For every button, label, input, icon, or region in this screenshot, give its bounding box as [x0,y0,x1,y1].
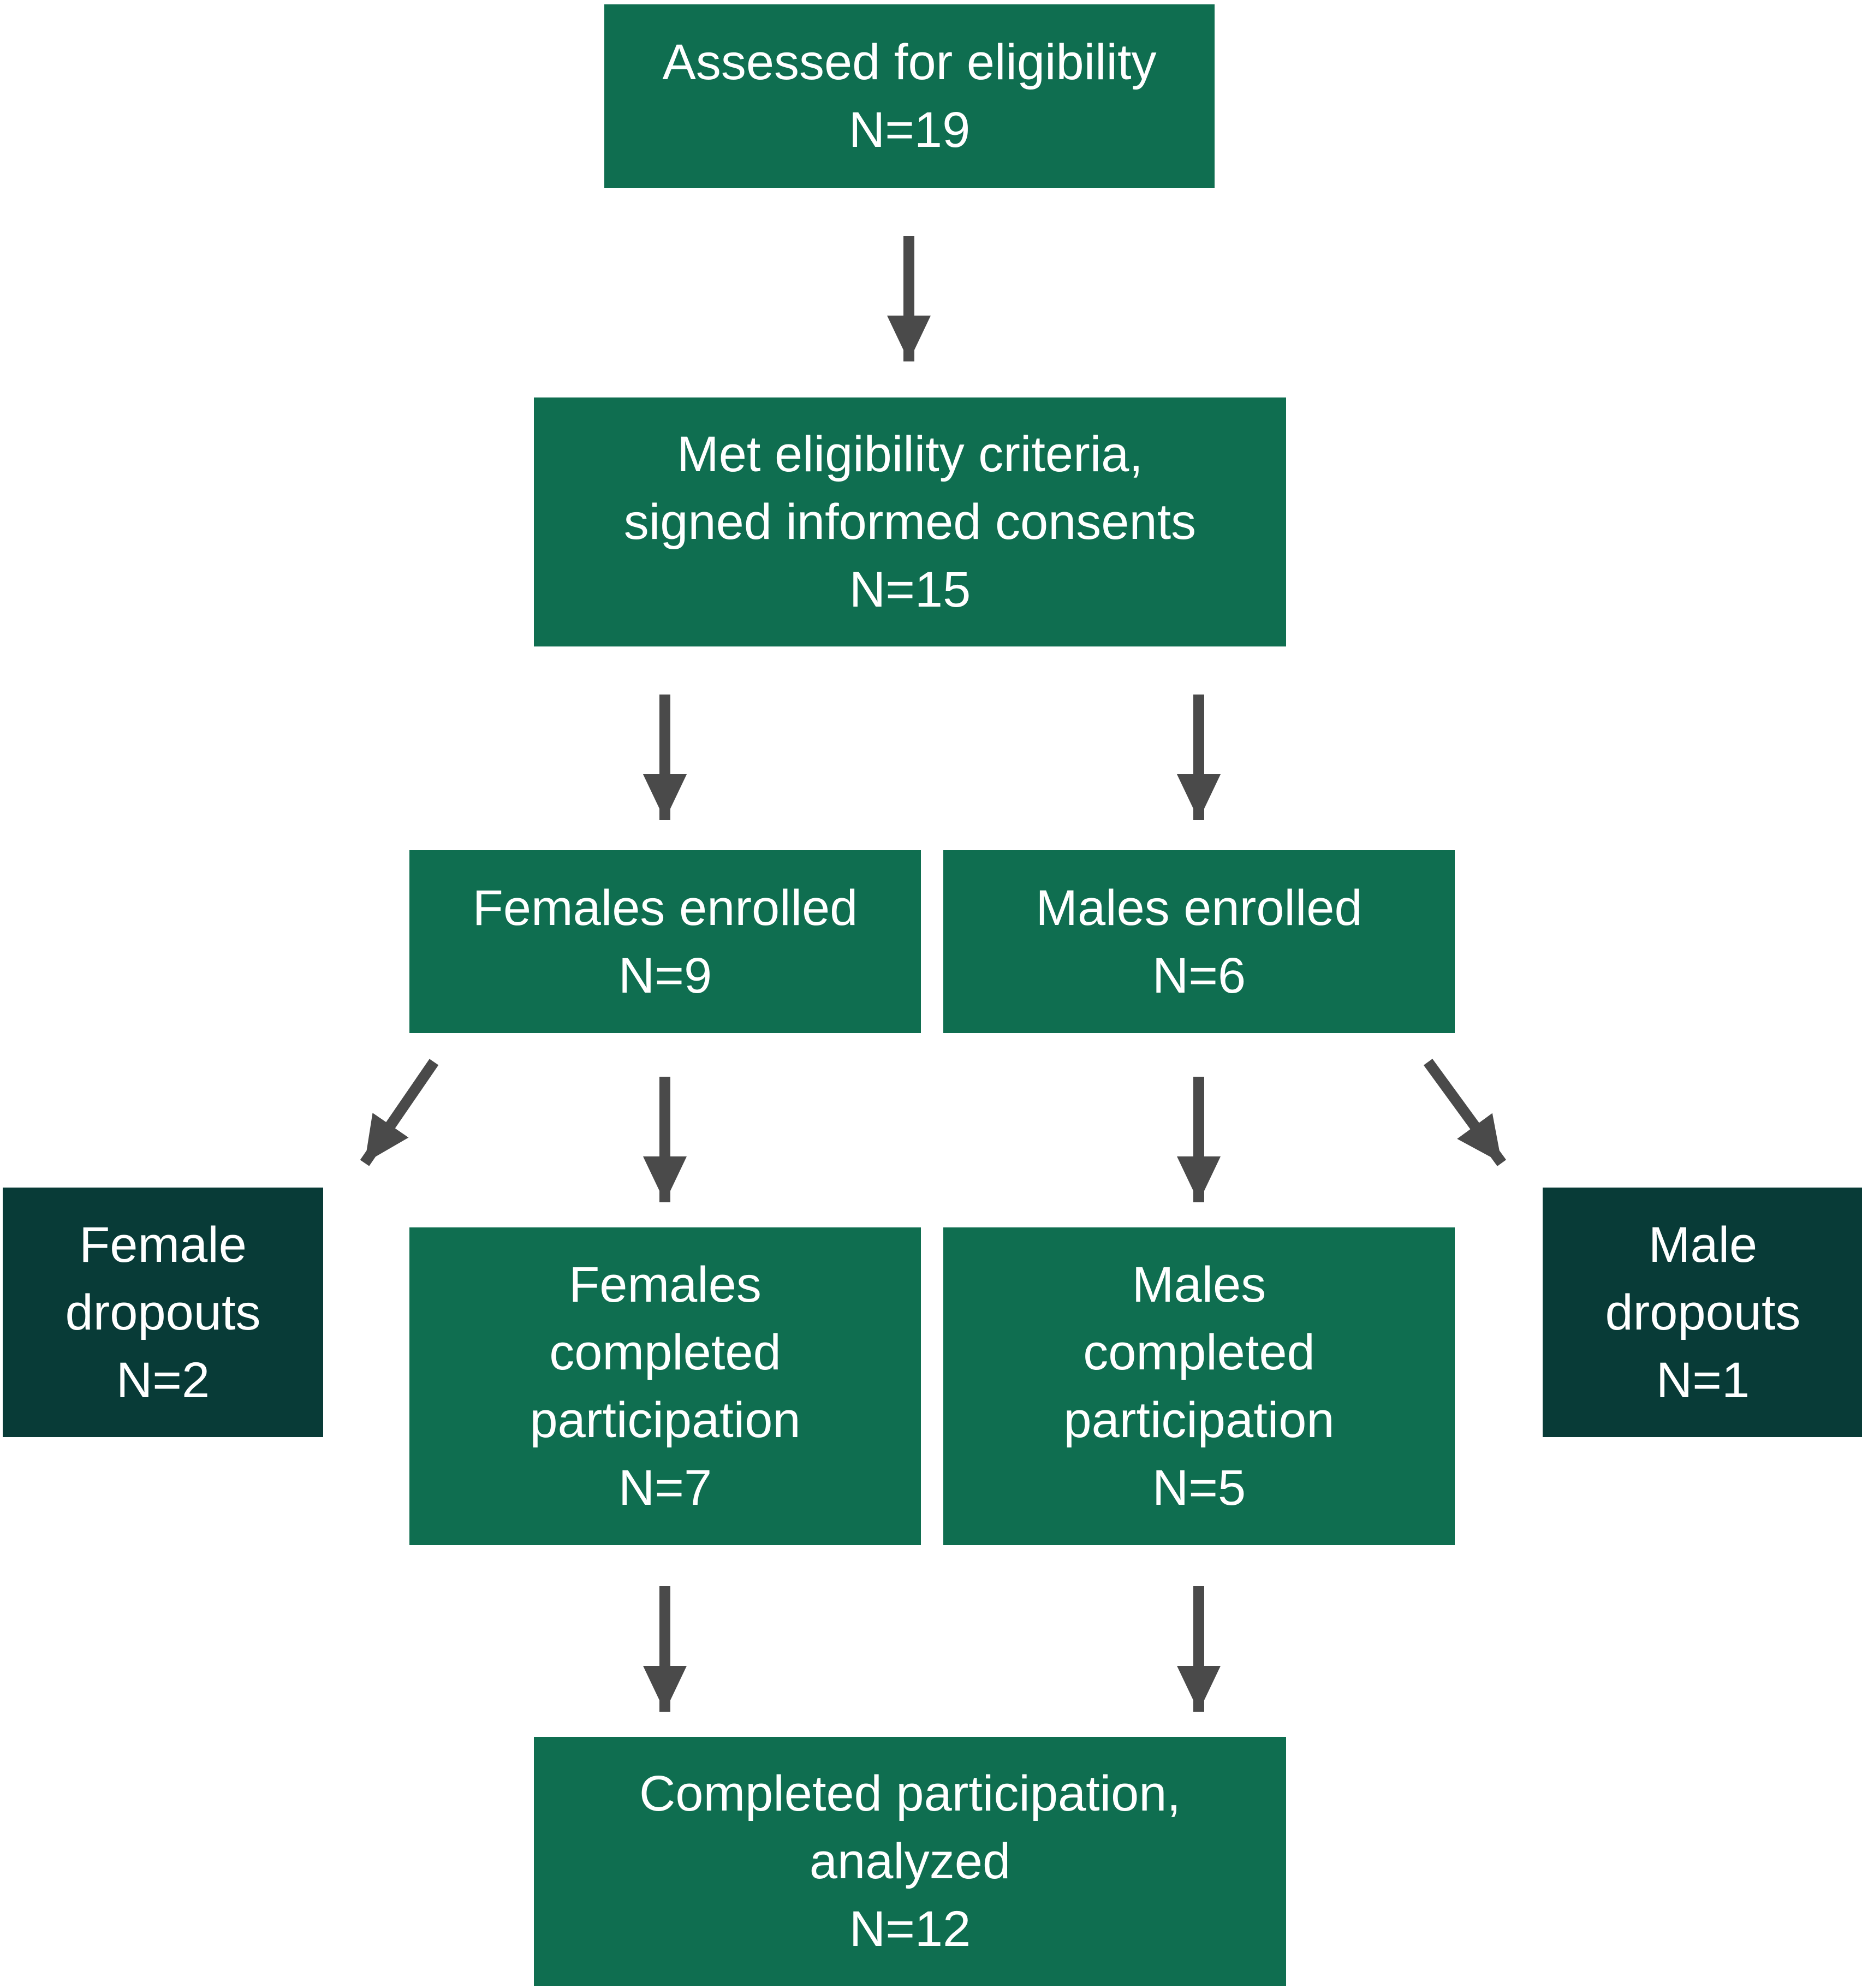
assessed-count: N=19 [848,102,971,158]
met-line-1: Met eligibility criteria, [677,426,1143,482]
arrow-females-to-dropouts [360,1059,439,1166]
assessed-box: Assessed for eligibility N=19 [604,4,1215,188]
females-completed-line-3: participation [530,1392,801,1448]
females-enrolled-box: Females enrolled N=9 [409,850,921,1033]
female-dropouts-line-2: dropouts [65,1284,261,1340]
analyzed-line-2: analyzed [809,1833,1011,1889]
female-dropouts-box: Female dropouts N=2 [3,1188,323,1437]
analyzed-count: N=12 [849,1901,971,1957]
males-enrolled-box: Males enrolled N=6 [943,850,1455,1033]
female-dropouts-count: N=2 [116,1352,210,1408]
females-completed-box: Females completed participation N=7 [409,1227,921,1545]
males-completed-line-1: Males [1132,1257,1266,1313]
males-completed-count: N=5 [1152,1460,1246,1516]
females-completed-count: N=7 [618,1460,712,1516]
males-completed-line-2: completed [1083,1325,1315,1380]
females-enrolled-label: Females enrolled [472,880,858,936]
analyzed-box: Completed participation, analyzed N=12 [534,1737,1286,1986]
analyzed-line-1: Completed participation, [639,1766,1181,1821]
males-enrolled-label: Males enrolled [1036,880,1363,936]
male-dropouts-line-2: dropouts [1605,1284,1801,1340]
males-completed-box: Males completed participation N=5 [943,1227,1455,1545]
females-enrolled-count: N=9 [618,947,712,1004]
female-dropouts-line-1: Female [79,1216,247,1273]
males-completed-line-3: participation [1063,1392,1335,1448]
male-dropouts-line-1: Male [1648,1216,1758,1273]
females-completed-line-2: completed [549,1325,781,1380]
met-line-2: signed informed consents [623,494,1197,550]
met-count: N=15 [849,562,971,618]
male-dropouts-count: N=1 [1656,1352,1750,1408]
arrow-males-to-dropouts [1423,1059,1507,1166]
assessed-line-1: Assessed for eligibility [662,34,1157,90]
male-dropouts-box: Male dropouts N=1 [1543,1188,1862,1437]
females-completed-line-1: Females [569,1257,762,1313]
met-eligibility-box: Met eligibility criteria, signed informe… [534,397,1286,646]
males-enrolled-count: N=6 [1152,947,1246,1004]
